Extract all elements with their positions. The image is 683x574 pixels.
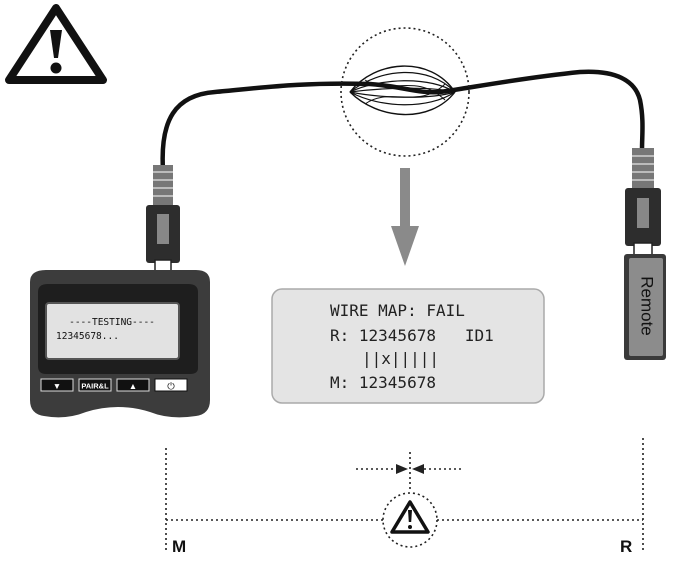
- display-line3: ||x|||||: [362, 349, 439, 368]
- tester-button-power[interactable]: ⏻: [154, 378, 188, 393]
- cable: [160, 69, 645, 171]
- wire-map-display: WIRE MAP: FAIL R: 12345678 ID1 ||x||||| …: [271, 288, 545, 404]
- arrow-down-icon: [391, 168, 419, 266]
- display-line1: WIRE MAP: FAIL: [330, 301, 465, 320]
- remote-unit: Remote: [624, 254, 666, 360]
- warning-triangle-icon: [390, 500, 430, 534]
- button-pair-label: PAIR&L: [81, 382, 109, 391]
- remote-label: Remote: [638, 276, 657, 336]
- tester-screen-line1: ----TESTING----: [69, 317, 155, 328]
- warning-triangle-icon: [5, 4, 107, 84]
- tester-button-pair[interactable]: PAIR&L: [78, 378, 112, 392]
- tester-button-up[interactable]: ▲: [116, 378, 150, 392]
- display-line2: R: 12345678 ID1: [330, 326, 494, 345]
- power-icon: ⏻: [167, 382, 175, 393]
- tester-screen: [45, 302, 180, 360]
- cable-tester-device: ----TESTING---- 12345678... ▼ PAIR&L ▲ ⏻: [30, 270, 210, 418]
- display-line4: M: 12345678: [330, 373, 436, 392]
- tester-button-down[interactable]: ▼: [40, 378, 74, 392]
- remote-connector: [625, 148, 661, 256]
- split-pair-zoom: [340, 27, 470, 157]
- remote-end-label: R: [620, 537, 632, 556]
- button-up-label: ▲: [129, 381, 137, 391]
- meter-end-label: M: [172, 537, 186, 556]
- button-down-label: ▼: [53, 381, 61, 391]
- tester-connector: [146, 165, 180, 273]
- tester-screen-line2: 12345678...: [56, 331, 119, 342]
